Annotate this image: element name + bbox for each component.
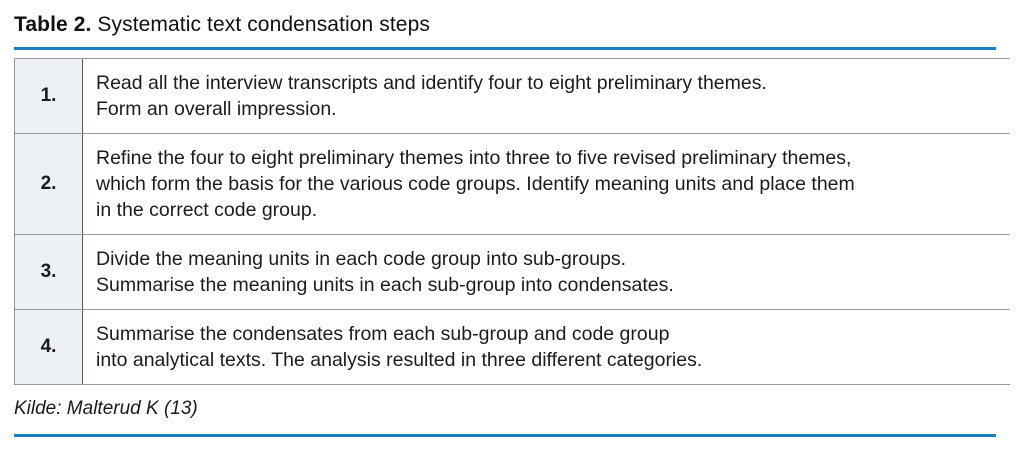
step-description-cell: Read all the interview transcripts and i… [96, 72, 767, 120]
top-accent-rule [14, 47, 996, 50]
table-row: 4. Summarise the condensates from each s… [14, 310, 1010, 385]
table-row: 2. Refine the four to eight preliminary … [14, 134, 1010, 235]
step-number-cell: 3. [14, 235, 83, 309]
table-caption-label: Table 2. [14, 13, 92, 36]
step-description-cell: Refine the four to eight preliminary the… [96, 147, 855, 221]
condensation-steps-table: 1. Read all the interview transcripts an… [14, 58, 1010, 385]
step-description-cell: Divide the meaning units in each code gr… [96, 248, 674, 296]
source-citation: Kilde: Malterud K (13) [14, 398, 198, 419]
table-caption-text: Systematic text condensation steps [91, 13, 430, 36]
table-row: 3. Divide the meaning units in each code… [14, 235, 1010, 310]
step-description-cell: Summarise the condensates from each sub-… [96, 323, 703, 371]
table-row: 1. Read all the interview transcripts an… [14, 59, 1010, 134]
table-figure: Table 2. Systematic text condensation st… [14, 10, 1010, 437]
table-caption: Table 2. Systematic text condensation st… [14, 10, 996, 40]
bottom-accent-rule [14, 434, 996, 437]
step-number-cell: 2. [14, 134, 83, 234]
step-number-cell: 4. [14, 310, 83, 384]
step-number-cell: 1. [14, 59, 83, 133]
